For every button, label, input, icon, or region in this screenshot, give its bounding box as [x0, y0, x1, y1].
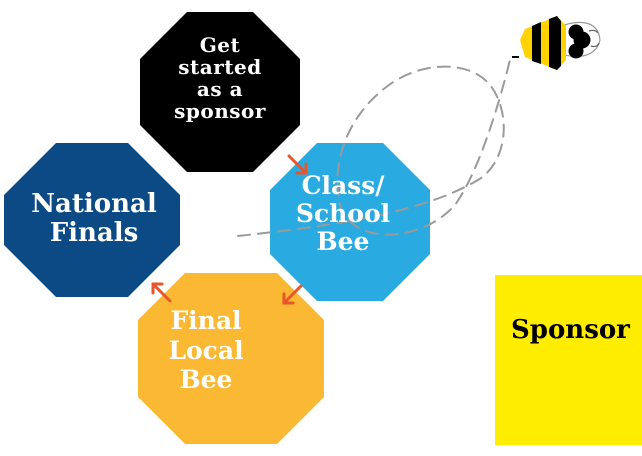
step-label-line: Bee	[179, 365, 233, 394]
flow-arrow-sponsor-to-class	[287, 154, 308, 175]
step-label-line: Final	[170, 306, 242, 335]
step-label-line: Get	[199, 33, 241, 57]
step-label-get-started: Get started as a sponsor	[160, 34, 280, 122]
step-label-line: School	[295, 199, 391, 228]
step-label-line: Class/	[301, 171, 385, 200]
step-octagon-national	[4, 143, 180, 297]
step-label-class-school-bee: Class/ School Bee	[288, 172, 398, 256]
sponsor-callout-box: Sponsor	[495, 275, 642, 445]
step-octagon-sponsor	[140, 12, 300, 172]
bee-flight-path	[237, 59, 511, 237]
step-label-line: Local	[168, 335, 244, 365]
step-label-national-finals: National Finals	[14, 189, 174, 249]
sponsor-callout-text: Sponsor	[511, 315, 630, 345]
step-label-line: National	[31, 189, 157, 219]
step-label-line: as a	[196, 77, 244, 101]
bee-icon	[512, 16, 601, 70]
flow-arrow-local-to-national	[151, 282, 172, 303]
step-label-line: sponsor	[174, 99, 266, 123]
flow-arrow-class-to-local	[282, 284, 303, 305]
step-label-line: started	[178, 55, 262, 79]
step-label-final-local-bee: Final Local Bee	[146, 306, 266, 395]
step-label-line: Bee	[316, 227, 370, 256]
step-label-line: Finals	[49, 218, 139, 249]
step-octagon-local	[138, 273, 324, 444]
